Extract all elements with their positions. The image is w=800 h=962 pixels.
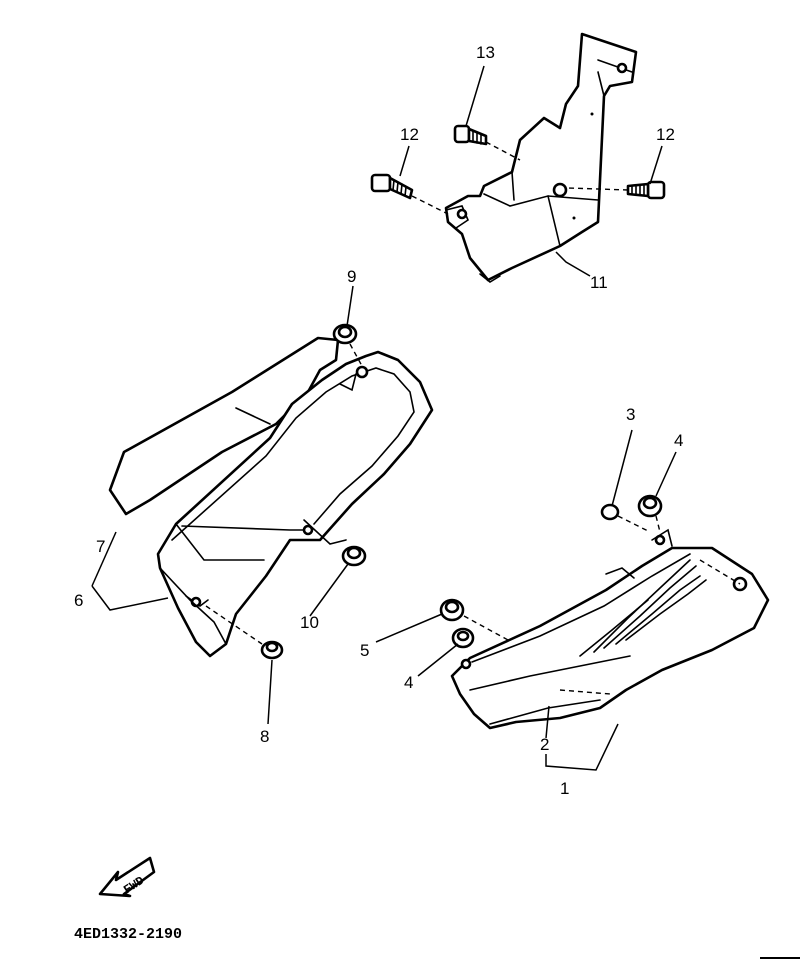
label-8: 8 — [260, 727, 269, 746]
part-9-grommet — [332, 323, 363, 367]
part-5-grommet — [439, 598, 509, 641]
label-1: 1 — [560, 779, 569, 798]
part-8-grommet — [205, 605, 284, 660]
part-13-bolt — [453, 124, 521, 161]
part-4-grommet-upper — [637, 494, 663, 533]
part-11-bracket — [444, 32, 638, 283]
leader-lines — [91, 65, 677, 771]
part-labels: 13 12 12 11 9 7 6 10 8 3 4 5 4 2 1 — [74, 43, 683, 798]
part-7-side-cover-left — [108, 336, 340, 516]
part-4-grommet-lower — [451, 627, 475, 649]
label-12-left: 12 — [400, 125, 419, 144]
label-5: 5 — [360, 641, 369, 660]
label-12-right: 12 — [656, 125, 675, 144]
label-4-upper: 4 — [674, 431, 683, 450]
label-6: 6 — [74, 591, 83, 610]
label-2: 2 — [540, 735, 549, 754]
part-6-side-cover-frame — [156, 350, 434, 658]
fwd-arrow-icon: FWD — [98, 856, 156, 898]
label-7: 7 — [96, 537, 105, 556]
label-10: 10 — [300, 613, 319, 632]
part-3-grommet — [600, 503, 651, 533]
part-10-grommet — [341, 545, 367, 567]
label-11: 11 — [590, 273, 608, 292]
part-12-bolt-left — [370, 173, 449, 215]
label-4-lower: 4 — [404, 673, 413, 692]
label-3: 3 — [626, 405, 635, 424]
label-9: 9 — [347, 267, 356, 286]
label-13: 13 — [476, 43, 495, 62]
part-12-bolt-right — [567, 180, 666, 200]
diagram-code: 4ED1332-2190 — [74, 926, 182, 943]
part-2-side-cover-right — [450, 528, 770, 730]
